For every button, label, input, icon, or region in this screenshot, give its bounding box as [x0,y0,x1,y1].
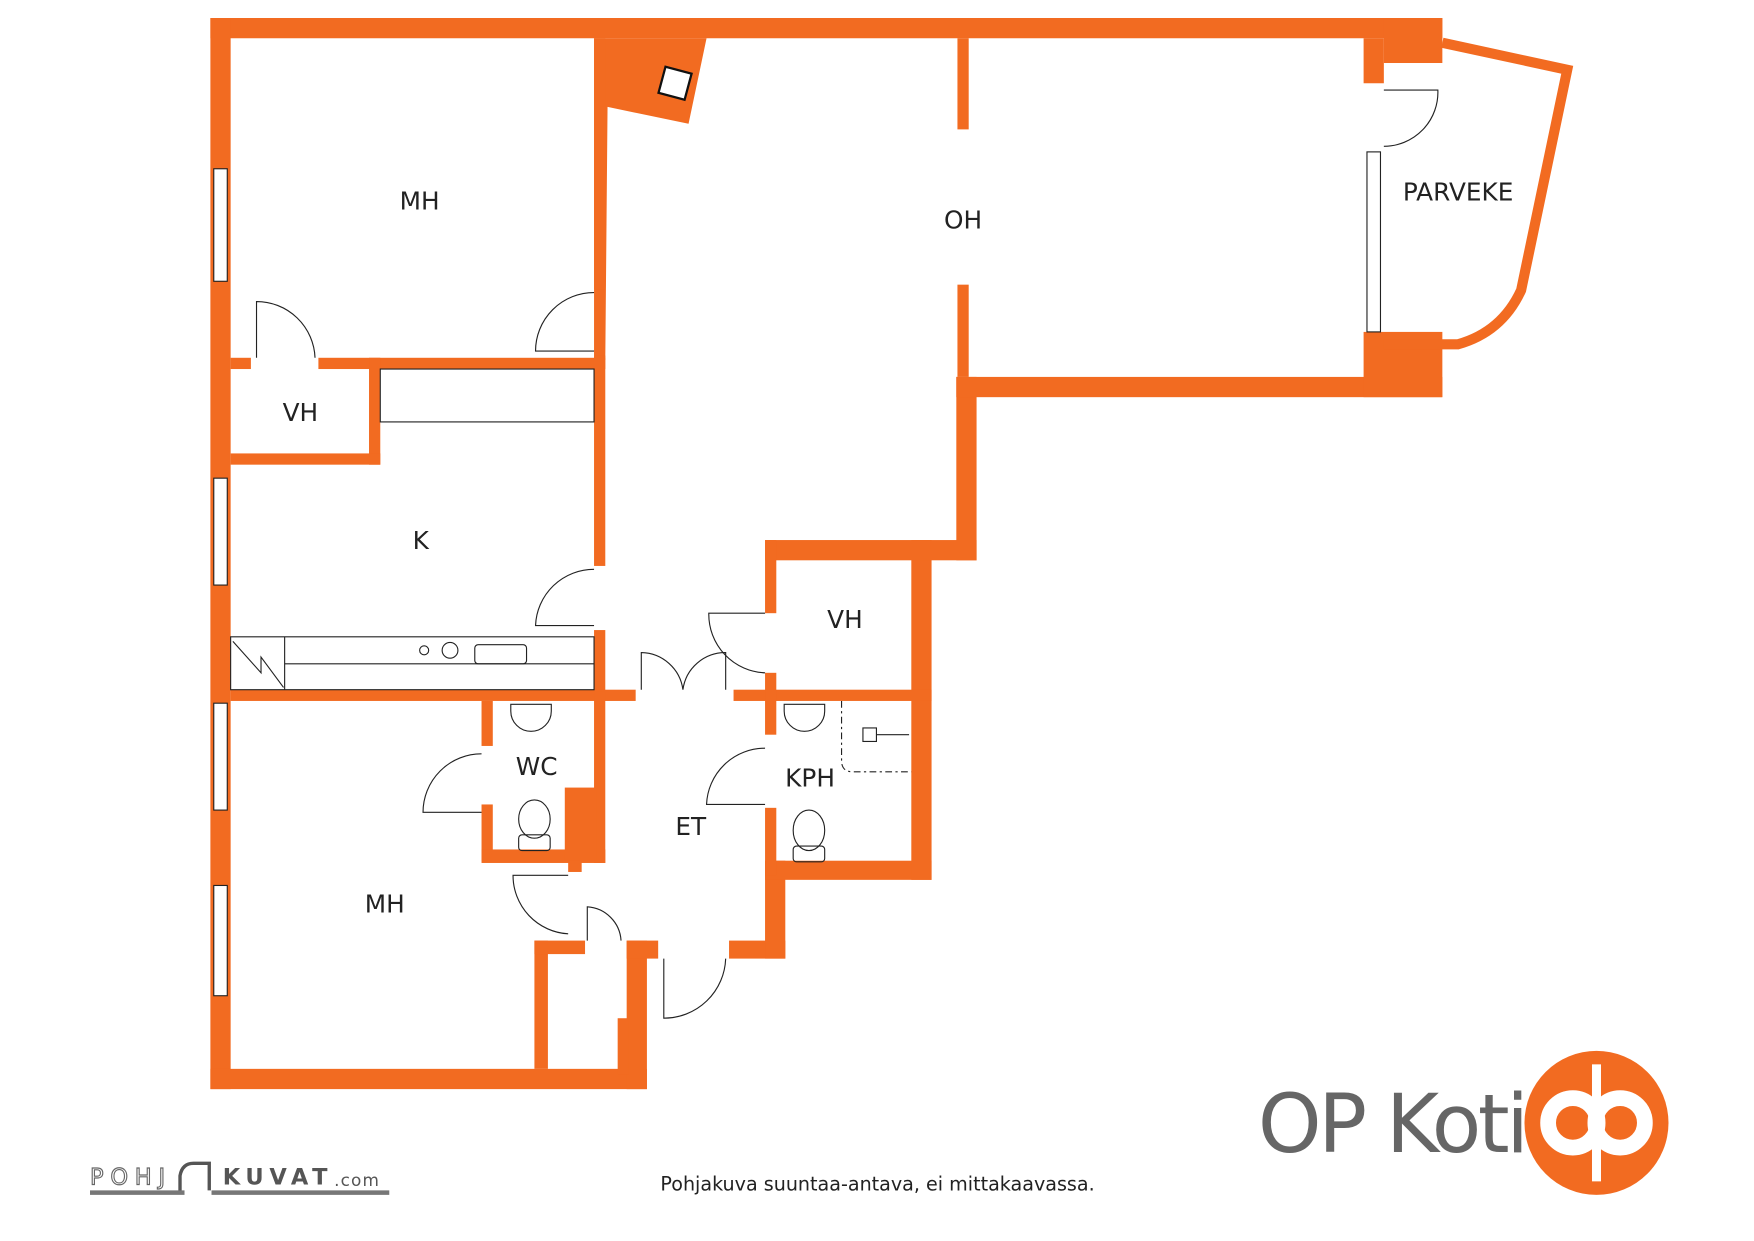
room-label-k: K [413,526,430,555]
pohjakuvat-logo-part2: KUVAT [223,1165,333,1191]
room-labels: MH OH PARVEKE VH K VH WC KPH ET MH [283,177,1514,918]
room-label-wc: WC [516,752,558,781]
disclaimer-text: Pohjakuva suuntaa-antava, ei mittakaavas… [660,1172,1094,1195]
room-label-kph: KPH [785,763,835,792]
room-label-et: ET [675,812,707,841]
room-label-vh-mid: VH [827,605,863,634]
room-label-parveke: PARVEKE [1403,177,1514,206]
room-label-vh-left: VH [283,398,319,427]
walls [210,18,1443,1090]
room-label-mh-bottom: MH [365,889,405,918]
pohjakuvat-logo: POHJ KUVAT .com [89,1161,390,1195]
pohjakuvat-logo-part1: POHJ [90,1165,172,1191]
fixtures [230,368,912,863]
doors [255,89,1439,1019]
pohjakuvat-logo-part3: .com [334,1170,380,1190]
room-label-mh-top: MH [400,186,440,215]
balcony-outline [1383,37,1574,350]
op-logo-icon [1524,1050,1669,1195]
room-label-oh: OH [944,205,982,234]
brand-name: OP Koti [1258,1078,1526,1172]
